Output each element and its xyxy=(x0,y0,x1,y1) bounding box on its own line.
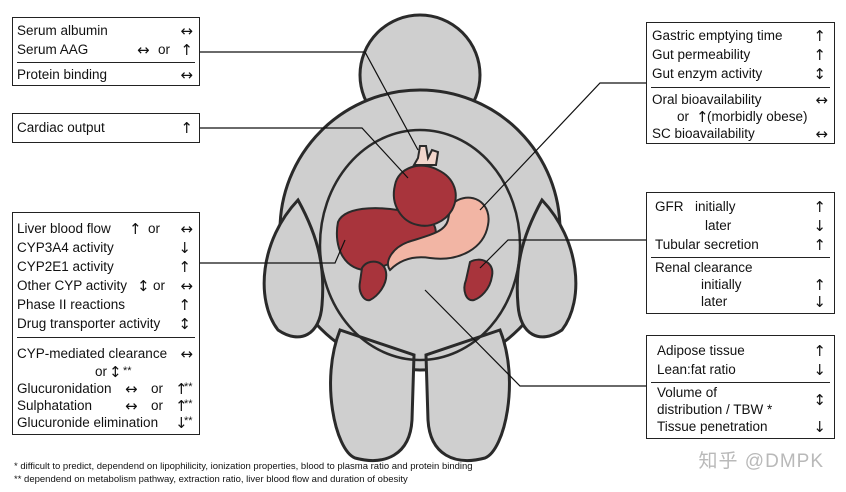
initially-label: initially xyxy=(695,199,736,215)
down-arrow-icon: ↓ xyxy=(813,218,826,234)
up-arrow-icon: ↑ xyxy=(178,259,191,275)
tissue-box: Adipose tissue ↑ Lean:fat ratio ↓ Volume… xyxy=(646,335,835,439)
footnote-2: ** dependend on metabolism pathway, extr… xyxy=(14,474,408,486)
both-arrow-icon: ↔ xyxy=(815,92,828,108)
updown-arrow-icon: ↕ xyxy=(813,392,826,408)
or-label: or xyxy=(158,42,170,58)
transporter-label: Drug transporter activity xyxy=(17,316,160,332)
vd-line2-label: distribution / TBW * xyxy=(657,402,772,418)
down-arrow-icon: ↓ xyxy=(813,362,826,378)
both-arrow-icon: ↔ xyxy=(125,381,138,397)
or-label: or xyxy=(95,364,107,380)
heart-shape xyxy=(394,166,456,226)
right-leg-shape xyxy=(426,330,509,460)
gut-enzyme-label: Gut enzym activity xyxy=(652,66,762,82)
serum-albumin-label: Serum albumin xyxy=(17,23,108,39)
later-label: later xyxy=(705,218,731,234)
double-star-note: ** xyxy=(184,396,193,412)
morbid-label: (morbidly obese) xyxy=(707,109,808,125)
serum-aag-label: Serum AAG xyxy=(17,42,88,58)
liver-box: Liver blood flow ↑ or ↔ CYP3A4 activity … xyxy=(12,212,200,435)
up-arrow-icon: ↑ xyxy=(180,42,193,58)
both-arrow-icon: ↔ xyxy=(180,221,193,237)
divider xyxy=(651,87,830,88)
updown-arrow-icon: ↕ xyxy=(178,316,191,332)
both-arrow-icon: ↔ xyxy=(137,42,150,58)
oral-bioavailability-label: Oral bioavailability xyxy=(652,92,762,108)
or-label: or xyxy=(151,381,163,397)
both-arrow-icon: ↔ xyxy=(125,398,138,414)
later-label: later xyxy=(701,294,727,310)
tubular-label: Tubular secretion xyxy=(655,237,759,253)
up-arrow-icon: ↑ xyxy=(178,297,191,313)
glucuronide-elim-label: Glucuronide elimination xyxy=(17,415,158,431)
phase2-label: Phase II reactions xyxy=(17,297,125,313)
or-label: or xyxy=(677,109,689,125)
glucuronidation-label: Glucuronidation xyxy=(17,381,112,397)
cyp2e1-label: CYP2E1 activity xyxy=(17,259,114,275)
up-arrow-icon: ↑ xyxy=(813,343,826,359)
cyp3a4-label: CYP3A4 activity xyxy=(17,240,114,256)
both-arrow-icon: ↔ xyxy=(180,278,193,294)
up-arrow-icon: ↑ xyxy=(813,28,826,44)
divider xyxy=(651,382,830,383)
or-label: or xyxy=(151,398,163,414)
up-arrow-icon: ↑ xyxy=(813,277,826,293)
sulphatation-label: Sulphatation xyxy=(17,398,92,414)
sc-bioavailability-label: SC bioavailability xyxy=(652,126,755,142)
updown-arrow-icon: ↕ xyxy=(813,66,826,82)
kidney-box: GFR initially ↑ later ↓ Tubular secretio… xyxy=(646,192,835,314)
both-arrow-icon: ↔ xyxy=(180,346,193,362)
updown-arrow-icon: ↕ xyxy=(109,364,122,380)
protein-binding-label: Protein binding xyxy=(17,67,107,83)
double-star-note: ** xyxy=(184,413,193,429)
liver-blood-flow-label: Liver blood flow xyxy=(17,221,111,237)
updown-arrow-icon: ↕ xyxy=(137,278,150,294)
up-arrow-icon: ↑ xyxy=(813,237,826,253)
divider xyxy=(651,257,830,258)
watermark: 知乎 @DMPK xyxy=(699,446,824,473)
cardiac-output-label: Cardiac output xyxy=(17,120,105,136)
adipose-label: Adipose tissue xyxy=(657,343,745,359)
gfr-label: GFR xyxy=(655,199,684,215)
down-arrow-icon: ↓ xyxy=(813,294,826,310)
divider xyxy=(17,62,195,63)
vd-line1-label: Volume of xyxy=(657,385,717,401)
other-cyp-label: Other CYP activity xyxy=(17,278,127,294)
down-arrow-icon: ↓ xyxy=(178,240,191,256)
renal-clearance-label: Renal clearance xyxy=(655,260,753,276)
footnote-1: * difficult to predict, dependend on lip… xyxy=(14,461,473,473)
both-arrow-icon: ↔ xyxy=(180,23,193,39)
up-arrow-icon: ↑ xyxy=(813,47,826,63)
gut-box: Gastric emptying time ↑ Gut permeability… xyxy=(646,22,835,144)
cardiac-box: Cardiac output ↑ xyxy=(12,113,200,143)
or-label: or xyxy=(153,278,165,294)
left-leg-shape xyxy=(331,330,414,460)
double-star-note: ** xyxy=(123,363,132,379)
permeability-label: Gut permeability xyxy=(652,47,750,63)
both-arrow-icon: ↔ xyxy=(815,126,828,142)
up-arrow-icon: ↑ xyxy=(180,120,193,136)
tissue-penetration-label: Tissue penetration xyxy=(657,419,768,435)
gastric-label: Gastric emptying time xyxy=(652,28,783,44)
down-arrow-icon: ↓ xyxy=(813,419,826,435)
both-arrow-icon: ↔ xyxy=(180,67,193,83)
serum-box: Serum albumin ↔ Serum AAG ↔ or ↑ Protein… xyxy=(12,17,200,86)
divider xyxy=(17,337,195,338)
or-label: or xyxy=(148,221,160,237)
up-arrow-icon: ↑ xyxy=(129,221,142,237)
double-star-note: ** xyxy=(184,379,193,395)
cyp-clearance-label: CYP-mediated clearance xyxy=(17,346,167,362)
up-arrow-icon: ↑ xyxy=(813,199,826,215)
lean-fat-label: Lean:fat ratio xyxy=(657,362,736,378)
initially-label: initially xyxy=(701,277,742,293)
